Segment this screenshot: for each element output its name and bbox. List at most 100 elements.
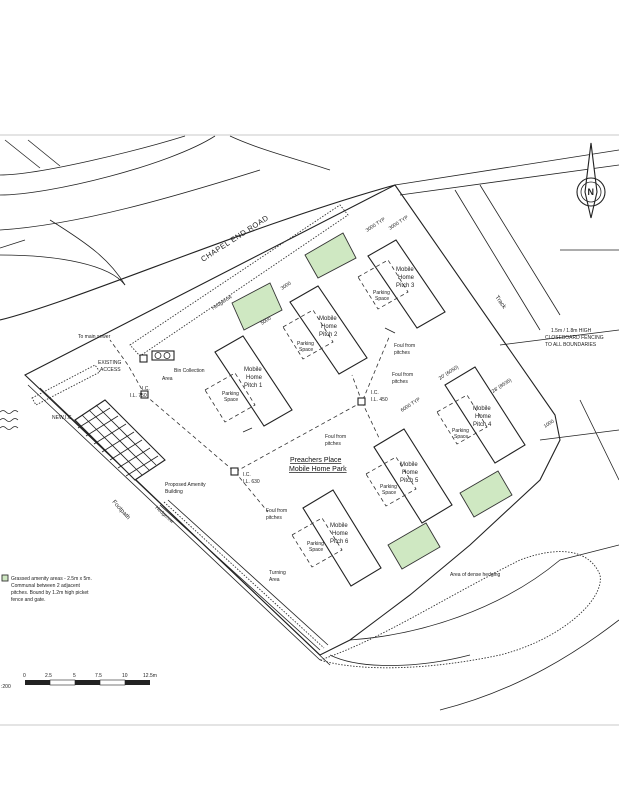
ic-630-label-1: I.C. — [243, 472, 251, 478]
dim-1000: 1000 — [543, 418, 556, 429]
dim-5000: 5000 — [260, 315, 273, 326]
ic-630-label-2: I.L. 630 — [243, 479, 260, 485]
svg-text:Space: Space — [309, 547, 323, 553]
drainage-lines — [109, 327, 396, 513]
foul-2-label-2: pitches — [392, 379, 408, 385]
dim-28ft: 28' (8535) — [491, 377, 513, 394]
legend-line-2: Communal between 2 adjacent — [11, 583, 81, 589]
dense-hedging-outline — [318, 551, 601, 669]
ic-450-label-1: I.C. — [371, 390, 379, 396]
legend-swatch — [1, 574, 9, 582]
svg-text:Pitch 2: Pitch 2 — [319, 332, 338, 338]
legend-line-1: Grassed amenity areas - 2.5m x 5m. — [11, 576, 92, 582]
parking-spaces — [204, 259, 488, 568]
svg-text:0: 0 — [23, 673, 26, 679]
svg-text:Parking: Parking — [380, 484, 397, 490]
parking-label-2: Parking Space — [297, 341, 314, 353]
pitch-6-label: Mobile Home Pitch 6 — [330, 523, 349, 545]
svg-text:2.5: 2.5 — [45, 673, 52, 679]
road-label: CHAPEL END ROAD — [199, 213, 270, 264]
svg-text:Mobile: Mobile — [473, 406, 491, 412]
dim-3000-typ-a: 3000 TYP — [365, 216, 387, 233]
existing-access-label-2: ACCESS — [100, 367, 121, 373]
amenity-label-2: Building — [165, 489, 183, 495]
svg-text:Home: Home — [475, 414, 492, 420]
track-label: Track — [493, 295, 507, 311]
parking-label-5: Parking Space — [380, 484, 397, 496]
svg-text:Mobile: Mobile — [330, 523, 348, 529]
svg-text:Mobile: Mobile — [396, 267, 414, 273]
fencing-label-3: TO ALL BOUNDARIES — [545, 342, 597, 348]
parking-label-3: Parking Space — [373, 290, 390, 302]
svg-text:Parking: Parking — [307, 541, 324, 547]
fencing-label-1: 1.5m / 1.8m HIGH — [551, 328, 592, 334]
svg-text:5: 5 — [73, 673, 76, 679]
foul-3-label-1: Foul from — [325, 434, 346, 440]
turning-label-2: Area — [269, 577, 280, 583]
to-main-sewer-label: To main sewer — [78, 334, 111, 340]
turning-label-1: Turning — [269, 570, 286, 576]
fencing-label-2: CLOSEBOARD FENCING — [545, 335, 604, 341]
svg-text:Home: Home — [246, 375, 263, 381]
svg-text:Pitch 6: Pitch 6 — [330, 539, 349, 545]
svg-text:12.5m: 12.5m — [143, 673, 157, 679]
svg-text:Home: Home — [321, 324, 338, 330]
svg-text:Pitch 3: Pitch 3 — [396, 283, 415, 289]
road-edges — [0, 135, 396, 321]
svg-text:Mobile: Mobile — [400, 462, 418, 468]
svg-text:Space: Space — [375, 296, 389, 302]
inspection-chambers — [139, 354, 366, 476]
svg-text:Pitch 4: Pitch 4 — [473, 422, 492, 428]
foul-4-label-1: Foul from — [266, 508, 287, 514]
scale-ratio-label: :200 — [1, 684, 11, 690]
parking-label-4: Parking Space — [452, 428, 469, 440]
water-hatch — [0, 410, 19, 430]
track-lines — [329, 149, 619, 711]
svg-text:10: 10 — [122, 673, 128, 679]
pitch-5-label: Mobile Home Pitch 5 — [400, 462, 419, 484]
foul-3-label-2: pitches — [325, 441, 341, 447]
parking-label-1: Parking Space — [222, 391, 239, 403]
svg-text:Space: Space — [224, 397, 238, 403]
existing-access-label-1: EXISTING — [98, 360, 121, 366]
svg-text:Pitch 5: Pitch 5 — [400, 478, 419, 484]
amenity-label-1: Proposed Amenity — [165, 482, 206, 488]
svg-text:Parking: Parking — [222, 391, 239, 397]
grassed-amenity-areas — [231, 232, 513, 570]
svg-text:Parking: Parking — [452, 428, 469, 434]
pitch-4-label: Mobile Home Pitch 4 — [473, 406, 492, 428]
svg-text:Pitch 1: Pitch 1 — [244, 383, 263, 389]
park-title-line2: Mobile Home Park — [289, 466, 347, 473]
foul-2-label-1: Foul from — [392, 372, 413, 378]
foul-1-label-2: pitches — [394, 350, 410, 356]
hedgerow-strip-top — [31, 204, 349, 406]
pitch-2-label: Mobile Home Pitch 2 — [319, 316, 338, 338]
svg-text:7.5: 7.5 — [95, 673, 102, 679]
foul-4-label-2: pitches — [266, 515, 282, 521]
svg-text:Mobile: Mobile — [319, 316, 337, 322]
new-ic-label: NEW I.C. — [52, 415, 73, 421]
svg-text:Mobile: Mobile — [244, 367, 262, 373]
pitch-buildings — [214, 239, 526, 587]
ic-450-label-2: I.L. 450 — [371, 397, 388, 403]
footpath-label: Footpath — [111, 499, 131, 521]
scale-bar — [25, 679, 150, 686]
svg-text:Parking: Parking — [297, 341, 314, 347]
hedgerow-strip-bottom — [159, 499, 329, 651]
legend-line-4: fence and gate. — [11, 597, 45, 603]
ic-750-label-1: I.C. — [142, 386, 150, 392]
svg-text:Parking: Parking — [373, 290, 390, 296]
park-title-line1: Preachers Place — [290, 457, 341, 464]
svg-text:Home: Home — [332, 531, 349, 537]
hedgerow-top-label: Hedgerow — [211, 294, 234, 312]
bin-symbols — [151, 350, 175, 361]
north-arrow-icon: N — [576, 142, 606, 219]
bin-collection-label-1: Bin Collection — [174, 368, 205, 374]
parking-label-6: Parking Space — [307, 541, 324, 553]
dim-3000-a: 3000 — [280, 280, 293, 291]
svg-text:Space: Space — [299, 347, 313, 353]
svg-text:Home: Home — [402, 470, 419, 476]
ic-750-label-2: I.L. 750 — [130, 393, 147, 399]
svg-text:Space: Space — [454, 434, 468, 440]
